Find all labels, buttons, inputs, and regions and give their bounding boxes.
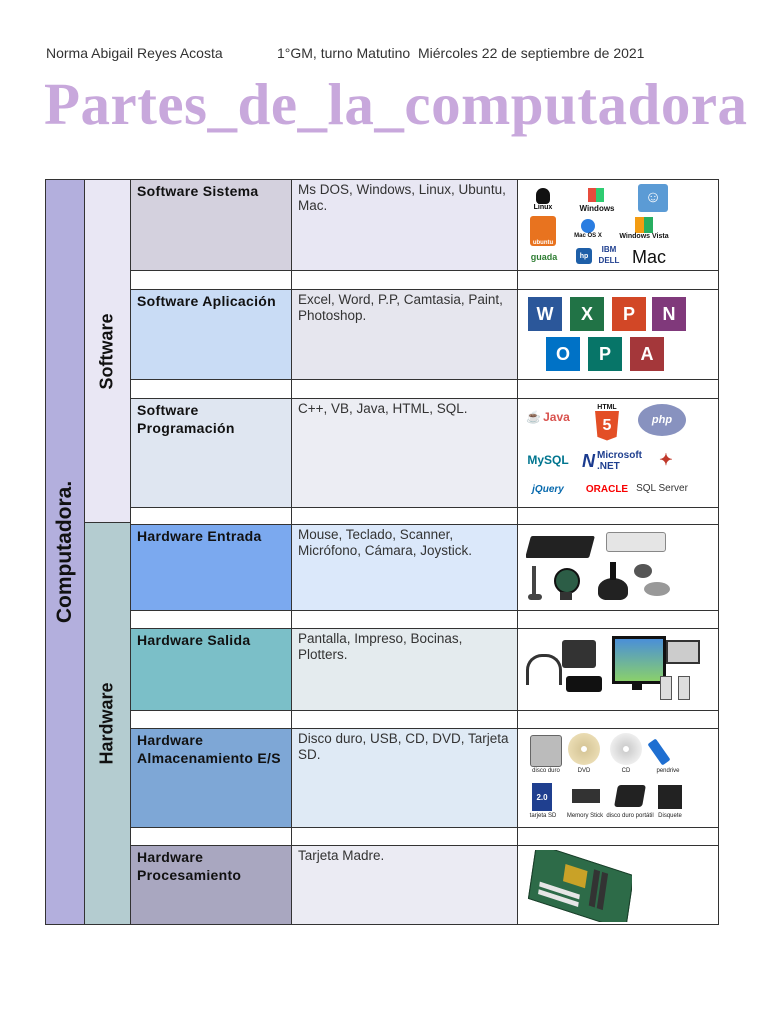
motherboard-image	[526, 850, 632, 922]
row-label-hardware-salida: Hardware Salida	[131, 629, 291, 710]
sqlserver-icon: ✦	[659, 452, 673, 469]
page-title: Partes_de_la_computadora	[44, 71, 748, 137]
publisher-icon: P	[588, 337, 622, 371]
webcam-icon	[554, 568, 580, 594]
author-name: Norma Abigail Reyes Acosta	[46, 45, 223, 61]
cd-icon	[610, 733, 642, 765]
linux-logo: Linux	[533, 203, 553, 211]
office-apps-image: W X P N O P A	[526, 293, 686, 375]
speaker-icon-2	[678, 676, 690, 700]
scanner-icon	[606, 532, 666, 552]
dvd-icon	[568, 733, 600, 765]
row-label-software-aplicacion: Software Aplicación	[131, 290, 291, 379]
row-desc-hardware-almacenamiento: Disco duro, USB, CD, DVD, Tarjeta SD.	[292, 729, 517, 827]
printer-icon	[562, 640, 596, 668]
word-icon: W	[528, 297, 562, 331]
row-label-software-programacion: Software Programación	[131, 399, 291, 507]
output-devices-image	[522, 632, 706, 708]
keyboard-icon	[526, 536, 595, 558]
windows-logo: Windows	[570, 186, 624, 214]
finder-icon: ☺	[638, 184, 668, 212]
ubuntu-logo: ubuntu	[530, 216, 556, 246]
storage-devices-image: disco duro DVD CD pendrive 2.0 tarjeta S…	[526, 731, 694, 825]
hard-disk-icon	[530, 735, 562, 767]
row-label-hardware-procesamiento: Hardware Procesamiento	[131, 846, 291, 924]
motherboard-icon	[527, 850, 632, 922]
row-desc-hardware-salida: Pantalla, Impreso, Bocinas, Plotters.	[292, 629, 517, 710]
row-desc-hardware-procesamiento: Tarjeta Madre.	[292, 846, 517, 924]
php-logo: php	[638, 404, 686, 436]
macosx-logo: Mac OS X	[568, 216, 608, 242]
document-date: Miércoles 22 de septiembre de 2021	[418, 45, 645, 61]
floppy-icon	[658, 785, 682, 809]
row-label-software-sistema: Software Sistema	[131, 180, 291, 270]
joystick-icon	[598, 578, 628, 600]
software-label: Software	[97, 312, 117, 390]
html5-logo: HTML 5	[592, 400, 622, 444]
windows-vista-logo: Windows Vista	[614, 212, 674, 244]
computer-parts-table: Computadora. Software Hardware Software …	[45, 179, 719, 925]
mysql-logo: MySQL	[527, 453, 569, 467]
speaker-icon	[660, 676, 672, 700]
hardware-label: Hardware	[97, 682, 118, 765]
input-devices-image	[526, 528, 676, 606]
guadalinex-logo: guada	[530, 252, 558, 262]
group-shift: 1°GM, turno Matutino	[277, 45, 411, 61]
computadora-label: Computadora.	[53, 480, 76, 624]
monitor-icon	[612, 636, 666, 684]
os-logos-image: Linux Windows ☺ ubuntu Mac OS X Windows …	[526, 182, 678, 268]
laptop-icon	[666, 640, 700, 664]
mouse-icon	[634, 564, 652, 578]
hardware-cell: Hardware	[85, 523, 130, 924]
dell-logo: DELL	[598, 256, 620, 265]
row-desc-software-programacion: C++, VB, Java, HTML, SQL.	[292, 399, 517, 507]
mac-logo: Mac	[631, 246, 666, 267]
row-desc-software-aplicacion: Excel, Word, P.P, Camtasia, Paint, Photo…	[292, 290, 517, 379]
jquery-logo: jQuery	[532, 483, 564, 495]
outlook-icon: O	[546, 337, 580, 371]
headphones-icon	[526, 654, 562, 685]
row-desc-hardware-entrada: Mouse, Teclado, Scanner, Micrófono, Cáma…	[292, 525, 517, 610]
onenote-icon: N	[652, 297, 686, 331]
access-icon: A	[630, 337, 664, 371]
powerpoint-icon: P	[612, 297, 646, 331]
software-cell: Software	[85, 180, 130, 522]
microphone-icon	[532, 566, 536, 598]
row-label-hardware-almacenamiento: Hardware Almacenamiento E/S	[131, 729, 291, 827]
excel-icon: X	[570, 297, 604, 331]
ibm-logo: IBM	[601, 244, 617, 254]
hp-logo: hp	[576, 248, 592, 264]
pendrive-icon	[647, 738, 671, 766]
oracle-logo: ORACLE	[585, 483, 629, 495]
portable-disk-icon	[614, 785, 646, 807]
sql-server-logo: SQL Server	[636, 482, 688, 494]
row-desc-software-sistema: Ms DOS, Windows, Linux, Ubuntu, Mac.	[292, 180, 517, 270]
computadora-cell: Computadora.	[46, 180, 84, 924]
memory-stick-icon	[572, 789, 600, 803]
sd-card-icon: 2.0	[532, 783, 552, 811]
row-label-hardware-entrada: Hardware Entrada	[131, 525, 291, 610]
java-logo: ☕Java	[526, 410, 570, 424]
projector-icon	[566, 676, 602, 692]
mouse-icon-2	[644, 582, 670, 596]
